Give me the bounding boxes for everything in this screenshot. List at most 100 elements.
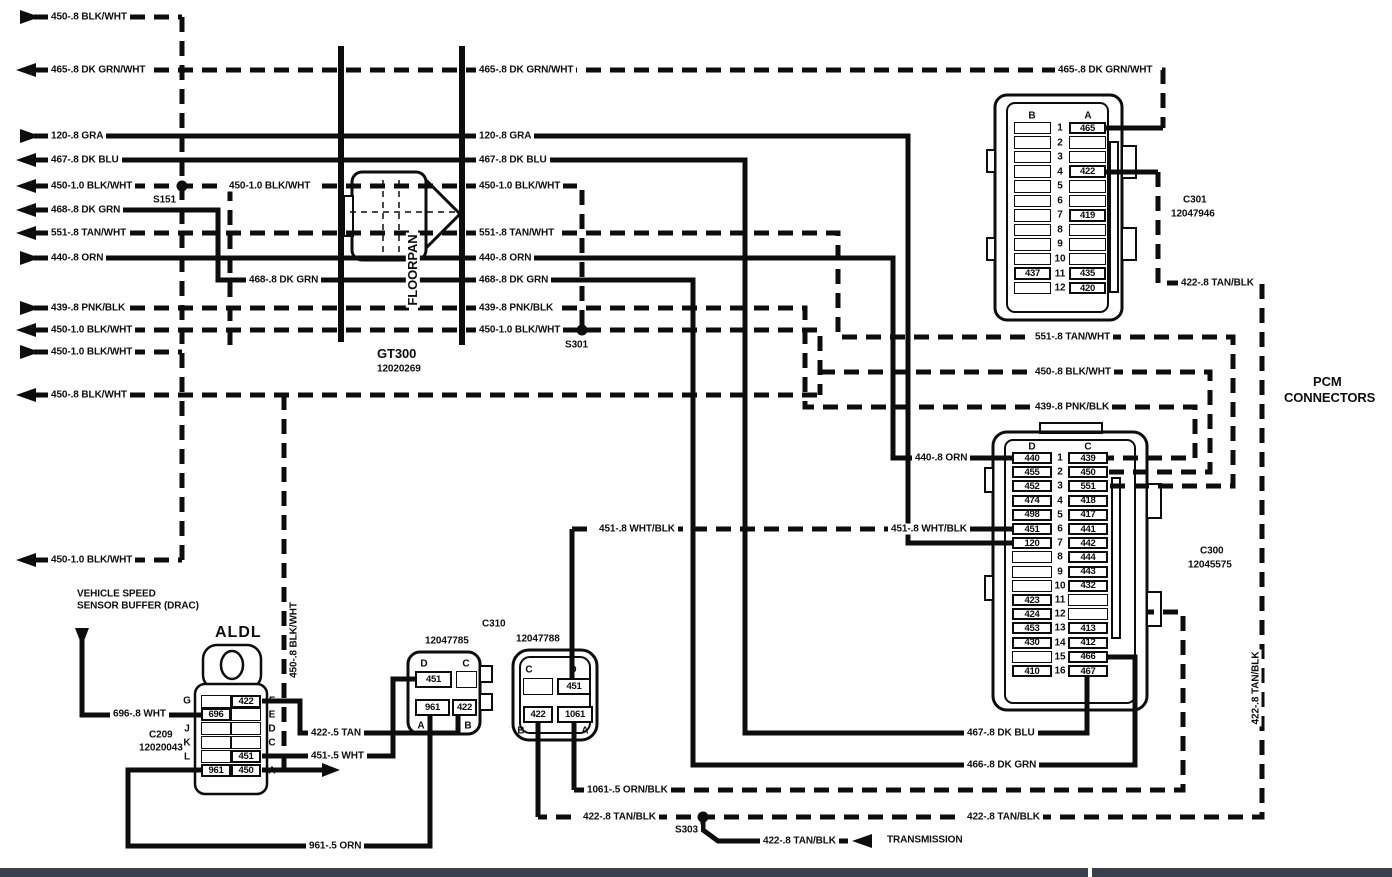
c301-pin-a12: 420 [1069,281,1106,295]
c301-row-num: 12 [1054,282,1066,294]
part-label-c301: 12047946 [1168,208,1218,220]
c300-row-num: 4 [1057,495,1063,507]
connector-label-c310: C310 [479,618,509,630]
c300-col-right-letter: C [1084,441,1092,453]
part-label-c300: 12045575 [1185,559,1235,571]
c301-row-num: 9 [1057,238,1063,250]
aldl-pin-letter-F: F [268,695,276,707]
wire-label: 467-.8 DK BLU [476,154,550,166]
wire-label: 551-.8 TAN/WHT [476,227,558,239]
c300-pin-d12: 424 [1012,608,1052,621]
aldl-cell-left-5 [201,750,231,764]
c300-row-num: 13 [1054,622,1066,634]
c300-row-num: 7 [1057,537,1063,549]
c300-pin-d8 [1012,551,1052,564]
wire-label: 551-.8 TAN/WHT [48,227,130,239]
wire-label: 439-.8 PNK/BLK [476,302,557,314]
wire-label: 450-1.0 BLK/WHT [226,180,314,192]
c300-pin-d9 [1012,565,1052,578]
wire-label: 440-.8 ORN [48,252,107,264]
c301-row-num: 11 [1054,268,1066,279]
wire-label: 468-.8 DK GRN [476,274,552,286]
c300-pin-d7: 120 [1012,537,1052,550]
c300-row-num: 9 [1057,566,1063,578]
wire-label: 696-.8 WHT [110,708,169,720]
aldl-cell-right-6: 450 [231,764,261,777]
c300-pin-d5: 498 [1012,508,1052,521]
c301-pin-b11: 437 [1014,267,1051,280]
c300-pin-d11: 423 [1012,594,1052,606]
aldl-cell-left-6: 961 [201,764,231,777]
c301-row-num: 4 [1057,166,1063,178]
c301-col-right-letter: A [1084,110,1092,122]
c301-pin-b7 [1014,209,1051,222]
c301-row-num: 3 [1057,151,1063,163]
c300-row-num: 15 [1054,651,1066,663]
wire-label: 467-.8 DK BLU [964,727,1038,739]
c300-pin-c2: 450 [1068,466,1108,479]
c301-pin-b1 [1014,121,1051,135]
c301-row-num: 5 [1057,180,1063,192]
c310-right-letter-D: D [569,664,577,676]
wire-label: 451-.8 WHT/BLK [596,523,678,535]
c300-pin-d15 [1012,650,1052,663]
c300-pin-d4: 474 [1012,494,1052,507]
c300-pin-d2: 455 [1012,466,1052,479]
c300-row-num: 5 [1057,509,1063,521]
c300-pin-c7: 442 [1068,537,1108,550]
aldl-cell-left-2: 696 [201,708,231,722]
aldl-pin-letter-K: K [183,737,191,749]
c300-pin-c8: 444 [1068,551,1108,564]
c300-col-left-letter: D [1028,441,1036,453]
c310-left-letter-A: A [417,720,425,732]
c300-row-num: 8 [1057,551,1063,563]
c301-pin-b10 [1014,252,1051,266]
wire-label: 440-.8 ORN [476,252,535,264]
wire-label: 422-.8 TAN/BLK [760,835,839,847]
wire-label: 450-1.0 BLK/WHT [48,346,136,358]
c301-col-left-letter: B [1028,110,1036,122]
vss-buffer-label: VEHICLE SPEED [74,588,159,600]
c301-pin-a6 [1069,194,1106,208]
c310-left-letter-B: B [464,720,472,732]
pcm-connectors-title: PCM [1310,374,1345,390]
wire-label: 450-.8 BLK/WHT [48,389,130,401]
transmission-label: TRANSMISSION [884,834,966,846]
wire-label: 439-.8 PNK/BLK [1032,401,1113,413]
c300-pin-c5: 417 [1068,508,1108,521]
vss-buffer-label: SENSOR BUFFER (DRAC) [74,600,202,612]
aldl-cell-right-5: 451 [231,750,261,764]
c300-row-num: 2 [1057,466,1063,478]
c300-pin-c15: 466 [1068,650,1108,663]
aldl-cell-right-2 [231,708,261,722]
aldl-cell-left-4 [201,736,231,750]
c310-right-letter-C: C [525,664,533,676]
c300-pin-c12 [1068,608,1108,621]
c301-pin-b8 [1014,223,1051,237]
c300-pin-d1: 440 [1012,452,1052,464]
pcm-connectors-title: CONNECTORS [1281,390,1379,406]
c300-pin-d6: 451 [1012,523,1052,535]
wire-label: 961-.5 ORN [306,840,365,852]
c310-right-pin-c [523,678,553,695]
splice-label-s303: S303 [672,824,701,836]
c310-left-letter-C: C [462,658,470,670]
splice-label-s301: S301 [562,339,591,351]
c300-pin-d10 [1012,579,1052,592]
aldl-cell-left-3 [201,722,231,736]
c301-pin-a7: 419 [1069,209,1106,222]
c301-pin-a9 [1069,238,1106,251]
wire-label: 1061-.5 ORN/BLK [584,784,671,796]
c300-row-num: 1 [1057,452,1063,464]
c301-row-num: 8 [1057,224,1063,236]
c300-pin-c6: 441 [1068,523,1108,535]
c300-row-num: 3 [1057,480,1063,492]
c301-pin-a1: 465 [1069,121,1106,135]
aldl-pin-letter-D: D [268,723,276,735]
part-label-c209: 12020043 [136,742,186,754]
aldl-cell-right-1: 422 [231,694,261,708]
c300-pin-c16: 467 [1068,665,1108,677]
c310-right-pin-a: 1061 [557,706,593,723]
wire-label: 450-.8 BLK/WHT [48,11,130,23]
wire-label: 465-.8 DK GRN/WHT [1055,64,1156,76]
